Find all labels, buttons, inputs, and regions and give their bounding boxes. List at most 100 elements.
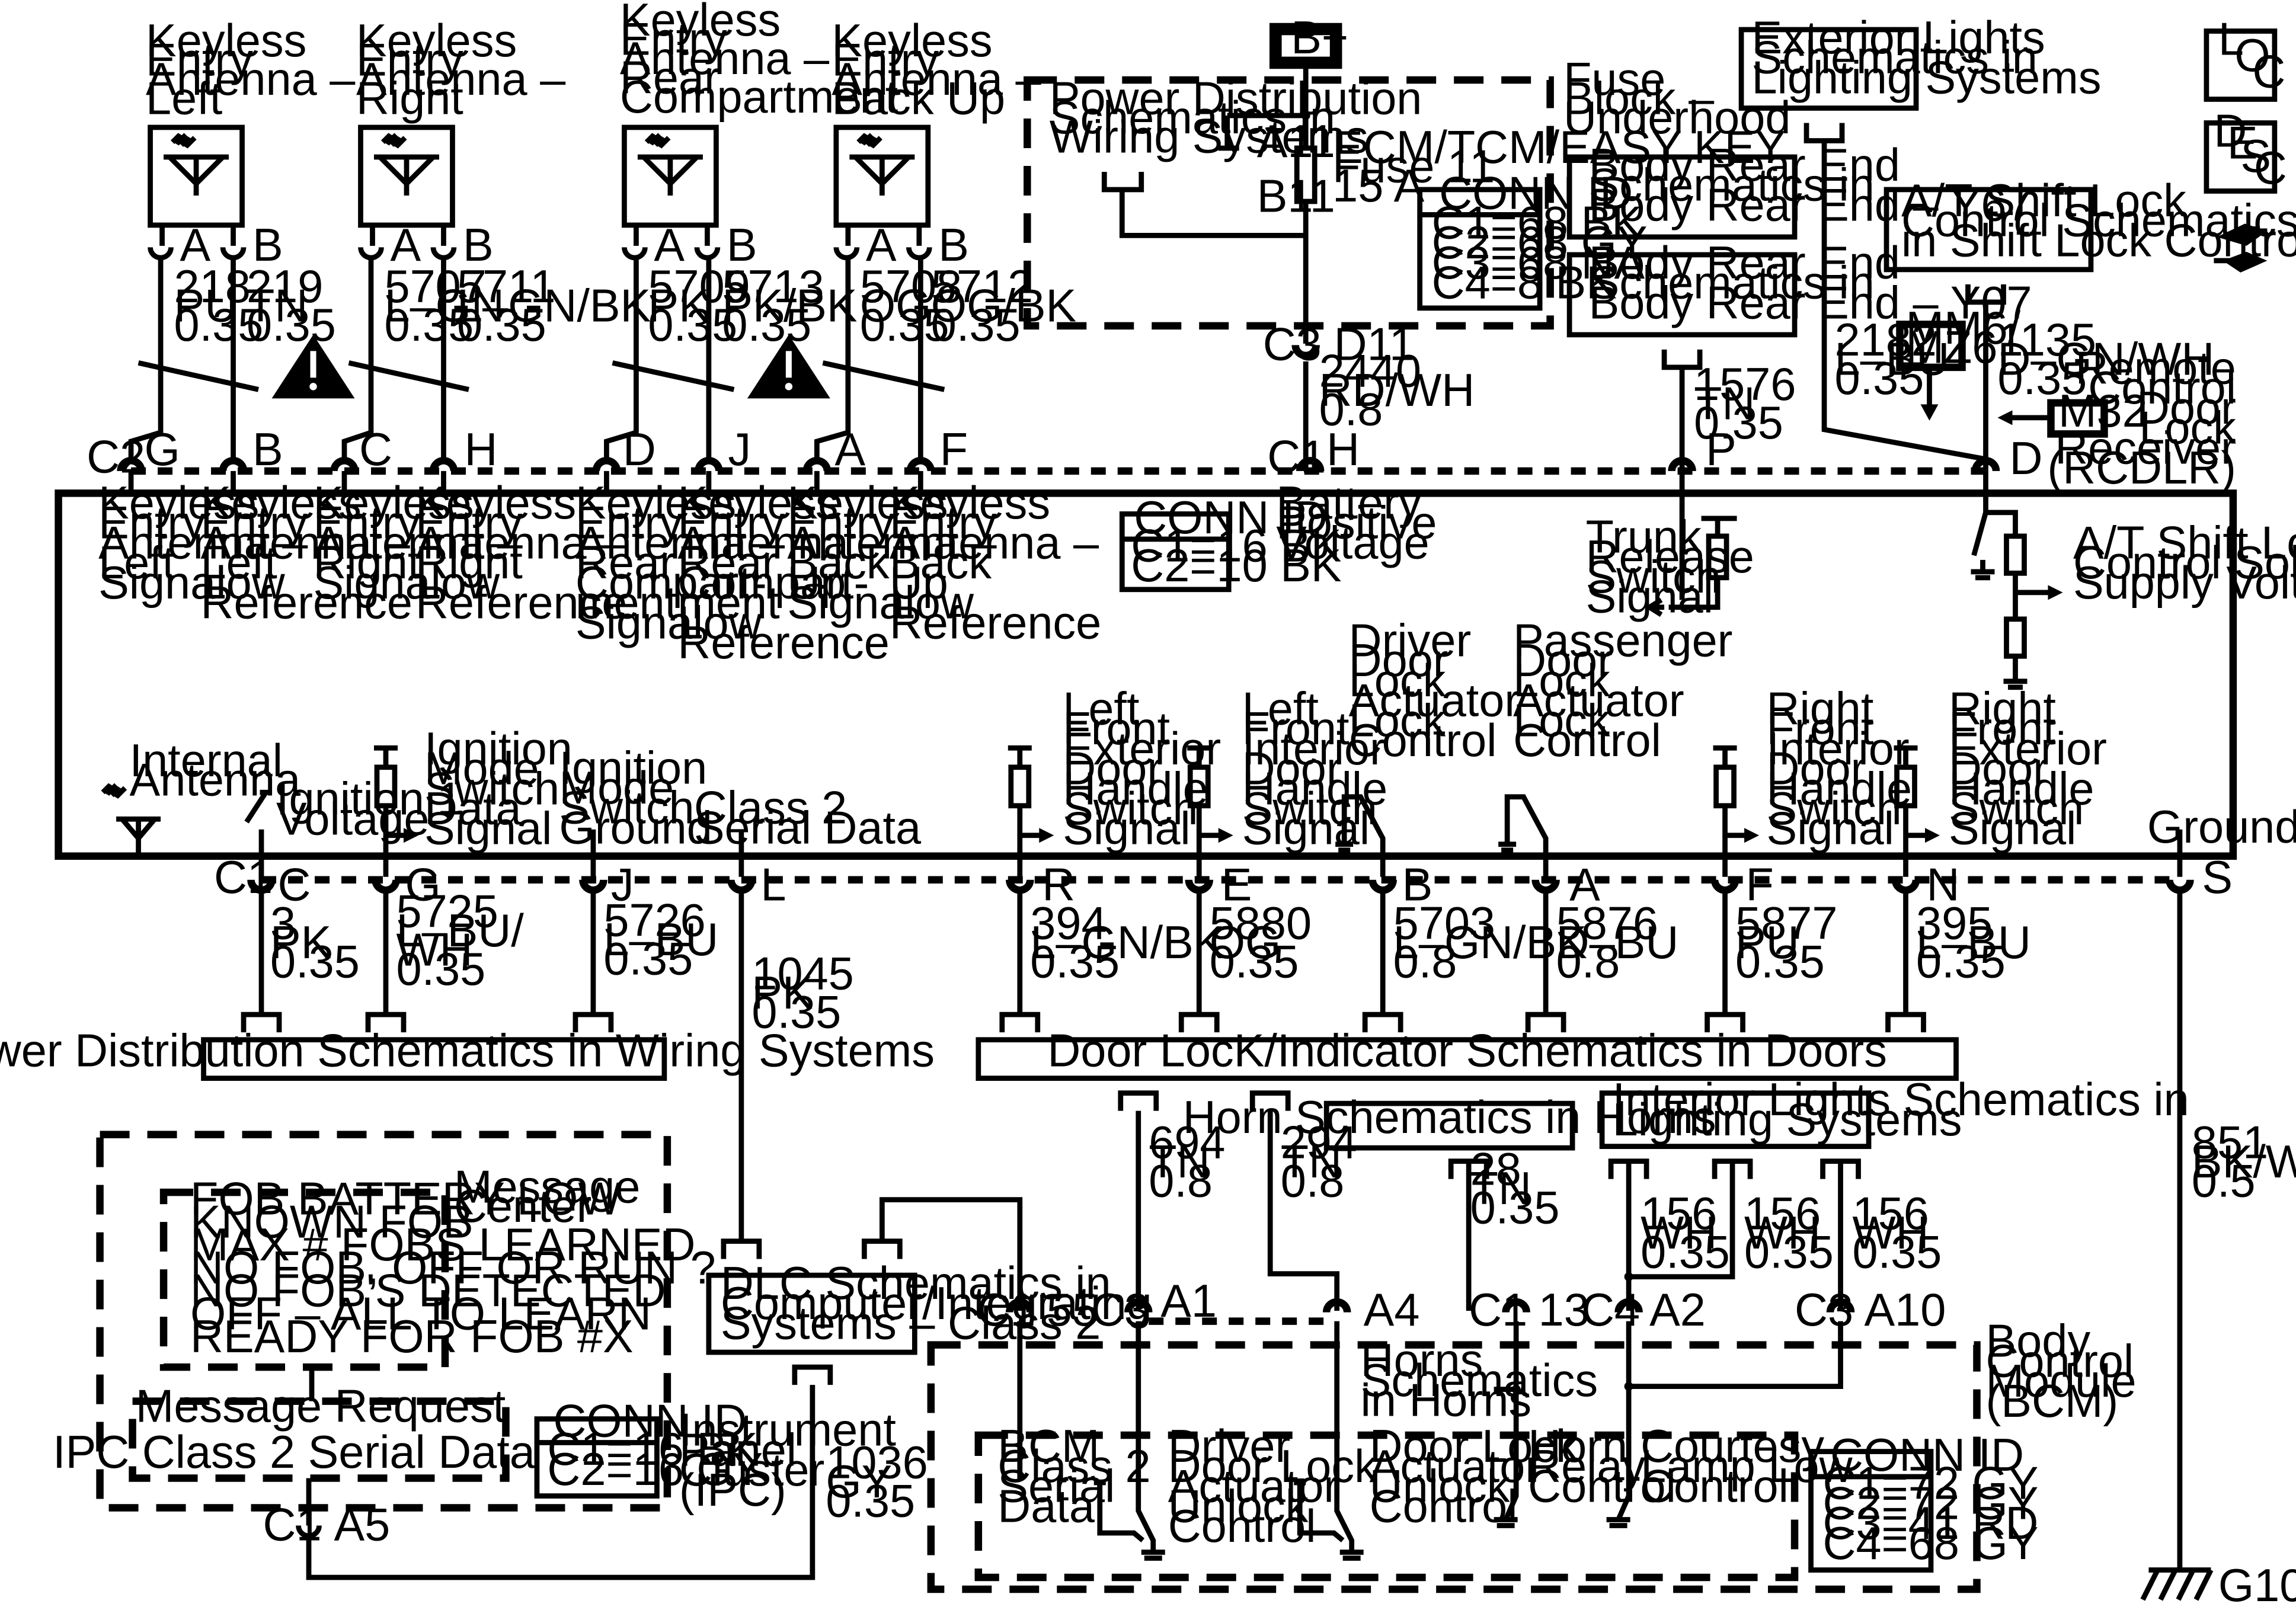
connector-label: C2: [87, 431, 145, 482]
pin-label: D: [2009, 433, 2042, 484]
pin-label: P: [1706, 424, 1737, 475]
conn-id-rows: C1=72 GYC2=72 GYC3=41 RDC4=68 GY: [1823, 1458, 2039, 1569]
psd-ref-bar: Power Distribution Schematics in Wiring …: [0, 1026, 935, 1081]
wire-label: 395L–BU0.35: [1916, 898, 2031, 988]
pin-label: C: [359, 424, 392, 475]
b-plus: B+: [1269, 12, 1348, 69]
pin-label: B: [463, 220, 494, 271]
psd-ref-bar-label: Power Distribution Schematics in Wiring …: [0, 1026, 935, 1077]
m32-option-label: M32: [2058, 386, 2148, 437]
signal-label: KeylessEntryAntenna –RightSignal: [314, 478, 523, 609]
pin-label: A11: [1257, 116, 1335, 167]
interior-lights-ref: Interior Lights Schematics inLighting Sy…: [1599, 1074, 2189, 1150]
wire-label: 1135D–GN/WH0.35: [1997, 315, 2214, 404]
pin-label: A1: [1160, 1276, 1217, 1327]
antenna-back-up-label: KeylessEntryAntenna –Back Up: [832, 15, 1041, 124]
antenna-icon: [164, 133, 229, 196]
signal-label: KeylessEntryAntenna –BackUpSignal: [787, 478, 997, 629]
signal-label: RightFrontInteriorDoorHandleSwitchSignal: [1767, 683, 1913, 854]
wire-label: 5711L–GN/BK0.35: [457, 261, 651, 351]
signal-label: KeylessEntryAntenna –BackUpLowReference: [890, 478, 1101, 648]
rcdlr-title: RemoteControlDoorLockReceiver(RCDLR): [2047, 343, 2236, 494]
pin-label: J: [611, 860, 634, 911]
interior-lights-ref-label: Interior Lights Schematics inLighting Sy…: [1613, 1074, 2189, 1145]
desc-icon[interactable]: DESC: [2204, 105, 2287, 194]
mm6-option-badge: MM6/MZ6: [1896, 303, 2021, 373]
wire-label: 394L–GN/BK0.35: [1030, 898, 1224, 988]
internal-antenna: InternalAntenna: [101, 735, 301, 856]
ipc-conn-id: CONN ID C1=16 BKC2=16 GY: [534, 1396, 763, 1499]
message-center-list: FOB BATTERY LOWKNOWN FOBMAX # FOBS LEARN…: [190, 1174, 716, 1362]
wire-label: 218PU0.35: [174, 261, 264, 351]
conn-id-title: CONN ID: [1134, 492, 1328, 543]
rcdlr-module: [55, 489, 2237, 860]
pin-label: G: [145, 424, 180, 475]
ground-g104-icon: G104: [2140, 1560, 2296, 1610]
connector-label: C3: [1795, 1285, 1853, 1336]
body-rear-y67-ref: Body Rear EndSchematics inBody Rear End …: [1566, 140, 2032, 240]
lf-int-circuit: [1187, 745, 1233, 877]
connector-label: C1: [977, 1285, 1035, 1336]
antenna-icon: [373, 133, 439, 196]
exterior-lights-ref-label: Exterior LightsSchematics inLighting Sys…: [1752, 12, 2102, 103]
connector-label: C1: [1267, 431, 1326, 482]
wire-label: 1036GY0.35: [826, 1438, 928, 1527]
pin-label: D: [623, 424, 656, 475]
pin-label: L: [760, 860, 786, 911]
ref-stubs: [241, 1012, 1926, 1033]
warning-icon: [271, 334, 355, 399]
b-plus-label: B+: [1291, 12, 1348, 63]
loc-icon-label: LOC: [2218, 14, 2285, 97]
fuse-block-title: FuseBlock –Underhood: [1563, 54, 1790, 143]
ipc-title: InstrumentPanelCluster(IPC): [679, 1405, 896, 1516]
fuse-block-underhood: [1024, 76, 1554, 330]
pin-label: E: [1221, 860, 1252, 911]
bcm-internal: [1017, 1321, 1843, 1553]
antenna-rear: KeylessEntryAntenna –RearCompartment A B: [620, 0, 898, 271]
signal-label: KeylessEntryAntenna –RearCompart-mentSig…: [575, 478, 785, 648]
bcm-module: [927, 1341, 1981, 1593]
connector-end-view-icon[interactable]: [2214, 223, 2268, 273]
antenna-wires: [128, 257, 923, 459]
twist-mark: [137, 360, 945, 392]
signal-label: RightFrontExteriorDoorHandleSwitchSignal: [1949, 683, 2107, 854]
bottom-wires: [258, 890, 2183, 1570]
pin-label: B: [1402, 860, 1433, 911]
bcm-label: HornRelayControl: [1528, 1421, 1676, 1512]
bcm-conn-id: CONN ID C1=72 GYC2=72 GYC3=41 RDC4=68 GY: [1808, 1430, 2039, 1573]
loc-icon[interactable]: LOC: [2204, 14, 2285, 102]
signal-label: KeylessEntryAntenna –LeftLowReference: [201, 478, 412, 629]
wire-label: 5708OG0.35: [860, 261, 962, 351]
pin-label: 13: [1539, 1285, 1590, 1336]
pin-label: B11: [1257, 171, 1335, 222]
top-wire-labels: 218PU0.35 219TN0.35 5707L–GN0.35 5711L–G…: [174, 261, 1077, 351]
shift-solenoid-label: A/T Shift LockControl SolenoidSupply Vol…: [2073, 517, 2296, 608]
pin-label: B: [252, 220, 283, 271]
antenna-right: KeylessEntryAntenna –Right A B: [356, 15, 566, 271]
ground-g104-label: G104: [2218, 1560, 2296, 1610]
message-request-box: [129, 1397, 510, 1482]
bcm-inner: [974, 1431, 1799, 1582]
ign-mode-circuit: [373, 745, 418, 877]
signal-label: KeylessEntryAntenna –LeftSignal: [98, 478, 308, 609]
pin-label: A: [866, 220, 897, 271]
wire-label: 1045PK0.35: [752, 949, 853, 1038]
lf-ext-circuit: [1008, 745, 1054, 877]
conn-id-title: CONN ID: [1830, 1430, 2024, 1481]
fuse-icon: [1294, 145, 1318, 204]
wire-label: 1576TN0.35: [1694, 359, 1796, 449]
driver-lock-circuit: [1335, 794, 1386, 877]
wire-label: 5726L–BU0.35: [603, 895, 718, 985]
door-ref-bar-label: Door LocK/Indicator Schematics in Doors: [1047, 1026, 1887, 1077]
mm6-option-label: MM6/MZ6: [1906, 303, 2021, 373]
wire-label: 219TN0.35: [247, 261, 336, 351]
bcm-label: Door LockActuatorUnlockControl: [1370, 1421, 1579, 1532]
dlc-ref-label: DLC Schematics inComputer/IntegratingSys…: [721, 1258, 1152, 1349]
pin-label: G: [405, 860, 440, 911]
message-center-display: [159, 1188, 449, 1371]
pin-label: A2: [1649, 1285, 1706, 1336]
pin-label: A: [654, 220, 685, 271]
bcm-label: BCMClass 2SerialData: [997, 1421, 1150, 1532]
signal-label: KeylessEntryAntenna –RightLowReference: [415, 478, 627, 629]
pin-label: H: [1326, 424, 1360, 475]
